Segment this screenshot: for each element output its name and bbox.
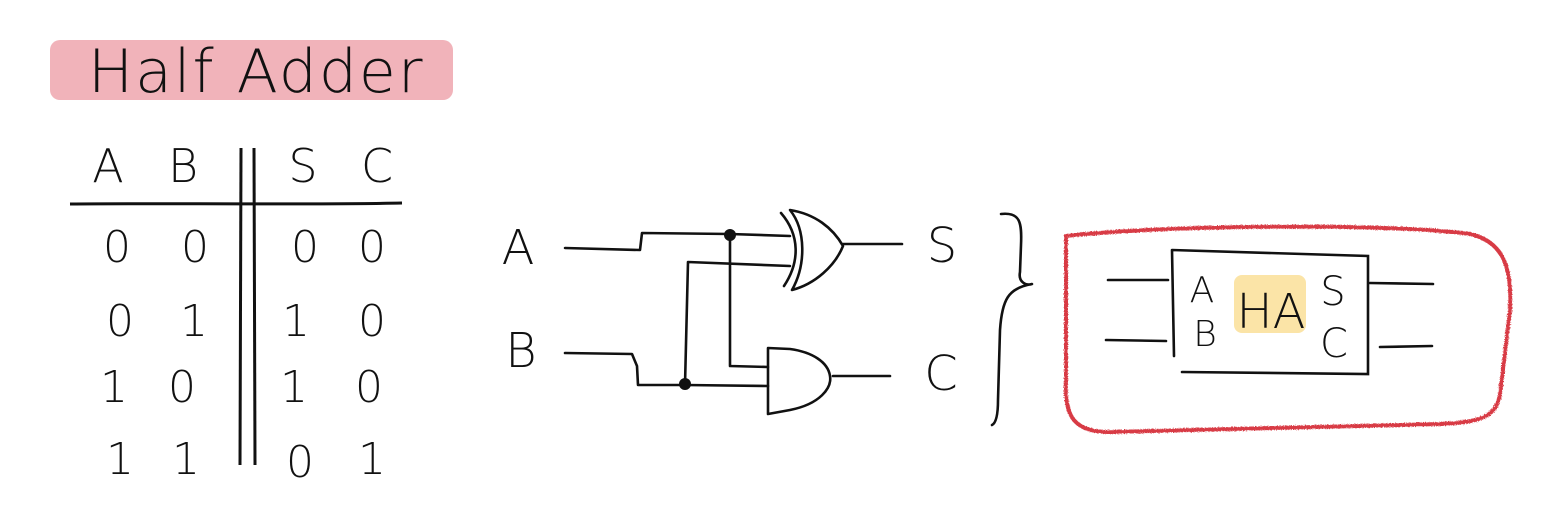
- wire-b-to-xor: [683, 260, 792, 387]
- ha-out-s-label: S: [1320, 269, 1345, 315]
- junction-dot-a: [724, 229, 736, 241]
- table-cell: 1: [106, 434, 134, 485]
- header-s: S: [288, 139, 317, 193]
- page-title: Half Adder: [88, 37, 425, 107]
- table-cell: 0: [106, 296, 134, 347]
- input-b-label: B: [505, 323, 536, 379]
- header-b: B: [168, 139, 198, 193]
- table-cell: 1: [172, 434, 200, 485]
- table-cell: 1: [282, 296, 310, 347]
- ha-out-c-label: C: [1320, 321, 1348, 367]
- truth-table: A B S C 0 0 0 0 0 1 1 0 1 0 1 0 1 1 0 1: [69, 139, 403, 488]
- ha-highlight: [1234, 275, 1306, 333]
- wire-a-to-and: [728, 234, 770, 369]
- title-highlight: [50, 40, 453, 100]
- ha-block-label: HA: [1237, 284, 1306, 340]
- title-group: Half Adder: [50, 37, 453, 107]
- ha-in-b-label: B: [1193, 314, 1217, 355]
- table-cell: 1: [100, 362, 128, 413]
- ha-in-a-label: A: [1190, 270, 1215, 311]
- half-adder-circuit: A B S C: [502, 208, 1034, 427]
- wire-a: [563, 231, 792, 252]
- table-cell: 0: [286, 437, 314, 488]
- ha-input-b-wire: [1104, 338, 1168, 343]
- xor-gate-icon: [788, 208, 845, 292]
- table-cell: 0: [358, 222, 386, 273]
- table-cell: 0: [103, 222, 131, 273]
- output-c-label: C: [924, 346, 958, 402]
- input-a-label: A: [502, 220, 535, 276]
- ha-output-c-wire: [1378, 344, 1434, 349]
- ha-output-s-wire: [1368, 281, 1435, 286]
- table-cell: 0: [358, 296, 386, 347]
- junction-dot-b: [679, 378, 691, 390]
- ha-block-box: [1170, 248, 1370, 376]
- table-cell: 1: [280, 362, 308, 413]
- xor-gate-back-curve: [779, 211, 797, 288]
- wire-b: [563, 351, 770, 388]
- table-cell: 0: [355, 362, 383, 413]
- table-column-divider-left: [238, 147, 243, 466]
- output-s-label: S: [927, 218, 957, 274]
- block-outline-red: [1063, 224, 1513, 435]
- grouping-brace: [990, 212, 1034, 427]
- header-c: C: [361, 139, 393, 193]
- half-adder-block-group: A B HA S C: [1063, 224, 1513, 435]
- header-a: A: [92, 139, 123, 193]
- table-column-divider-right: [252, 147, 257, 466]
- table-header-divider: [69, 201, 403, 206]
- table-cell: 0: [181, 222, 209, 273]
- table-cell: 1: [180, 296, 208, 347]
- table-cell: 0: [168, 362, 196, 413]
- and-gate-icon: [766, 346, 832, 416]
- table-cell: 0: [291, 222, 319, 273]
- table-cell: 1: [358, 434, 386, 485]
